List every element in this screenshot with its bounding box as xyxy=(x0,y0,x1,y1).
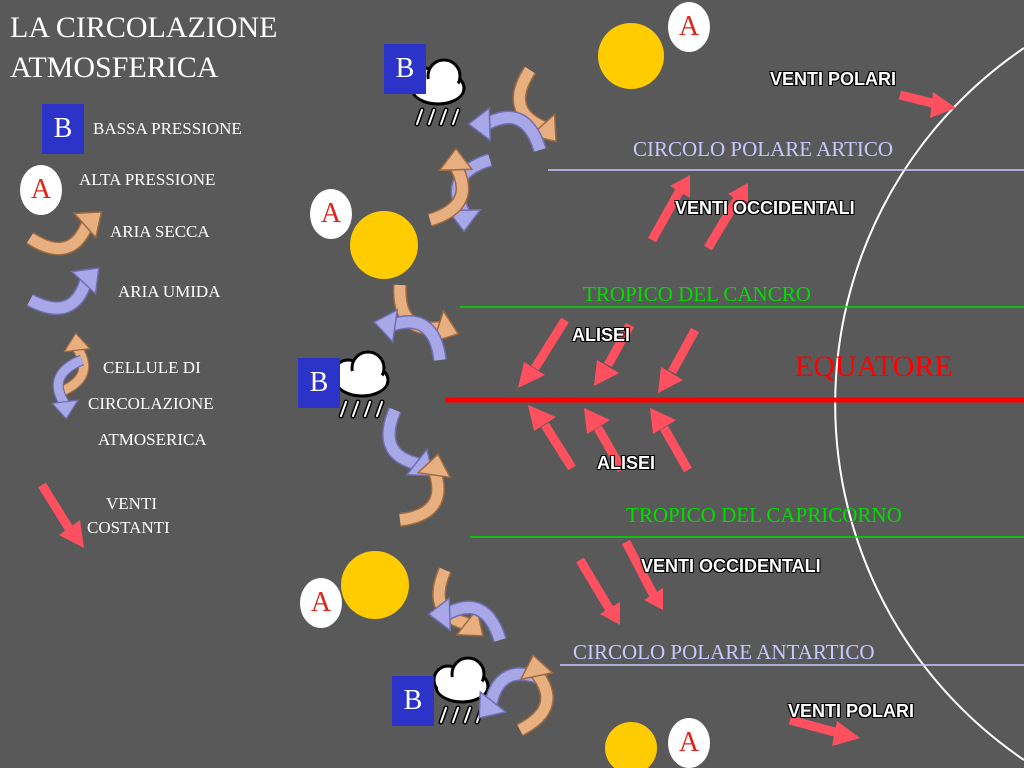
legend-cells-label-2: CIRCOLAZIONE xyxy=(88,394,214,413)
wind-arrows xyxy=(518,90,956,746)
high-pressure-marker: A xyxy=(668,2,710,52)
westerlies-south-label: VENTI OCCIDENTALI xyxy=(641,556,821,576)
low-pressure-marker: B xyxy=(392,676,434,726)
polar-winds-north-label: VENTI POLARI xyxy=(770,69,897,89)
legend-high-pressure-label: ALTA PRESSIONE xyxy=(79,170,216,189)
polar-winds-south-label: VENTI POLARI xyxy=(788,701,915,721)
humid-air-legend-arrow xyxy=(27,261,109,320)
high-pressure-legend-marker: A xyxy=(20,165,62,215)
earth-outline xyxy=(834,47,1024,761)
high-pressure-marker: A xyxy=(668,718,710,768)
constant-wind-legend-arrow xyxy=(38,482,84,548)
tropic-cancer-label: TROPICO DEL CANCRO xyxy=(583,282,811,306)
legend-winds-label-2: COSTANTI xyxy=(87,518,170,537)
legend-humid-air-label: ARIA UMIDA xyxy=(118,282,221,301)
sun-icon xyxy=(341,551,409,619)
tropic-capricorn-label: TROPICO DEL CAPRICORNO xyxy=(626,503,902,527)
page-title: LA CIRCOLAZIONE ATMOSFERICA xyxy=(10,11,278,84)
arctic-circle-label: CIRCOLO POLARE ARTICO xyxy=(633,137,894,161)
antarctic-circle-label: CIRCOLO POLARE ANTARTICO xyxy=(573,640,875,664)
high-pressure-marker: A xyxy=(310,189,352,239)
equator-label: EQUATORE xyxy=(795,350,953,383)
sun-icon xyxy=(598,23,664,89)
trade-winds-south-label: ALISEI xyxy=(597,453,656,473)
sun-icon xyxy=(350,211,418,279)
low-pressure-marker: B xyxy=(298,358,340,408)
legend-low-pressure-label: BASSA PRESSIONE xyxy=(93,119,242,138)
legend-dry-air-label: ARIA SECCA xyxy=(110,222,210,241)
legend-winds-label-1: VENTI xyxy=(106,494,157,513)
westerlies-north-label: VENTI OCCIDENTALI xyxy=(675,198,855,218)
rain-cloud-icon xyxy=(334,352,388,416)
cell-legend-icon xyxy=(49,332,92,421)
low-pressure-marker: B xyxy=(384,44,426,94)
sun-icon xyxy=(605,722,657,768)
legend-cells-label-1: CELLULE DI xyxy=(103,358,201,377)
legend-cells-label-3: ATMOSERICA xyxy=(98,430,207,449)
low-pressure-legend-marker: B xyxy=(42,104,84,154)
trade-winds-north-label: ALISEI xyxy=(572,325,631,345)
high-pressure-marker: A xyxy=(300,578,342,628)
